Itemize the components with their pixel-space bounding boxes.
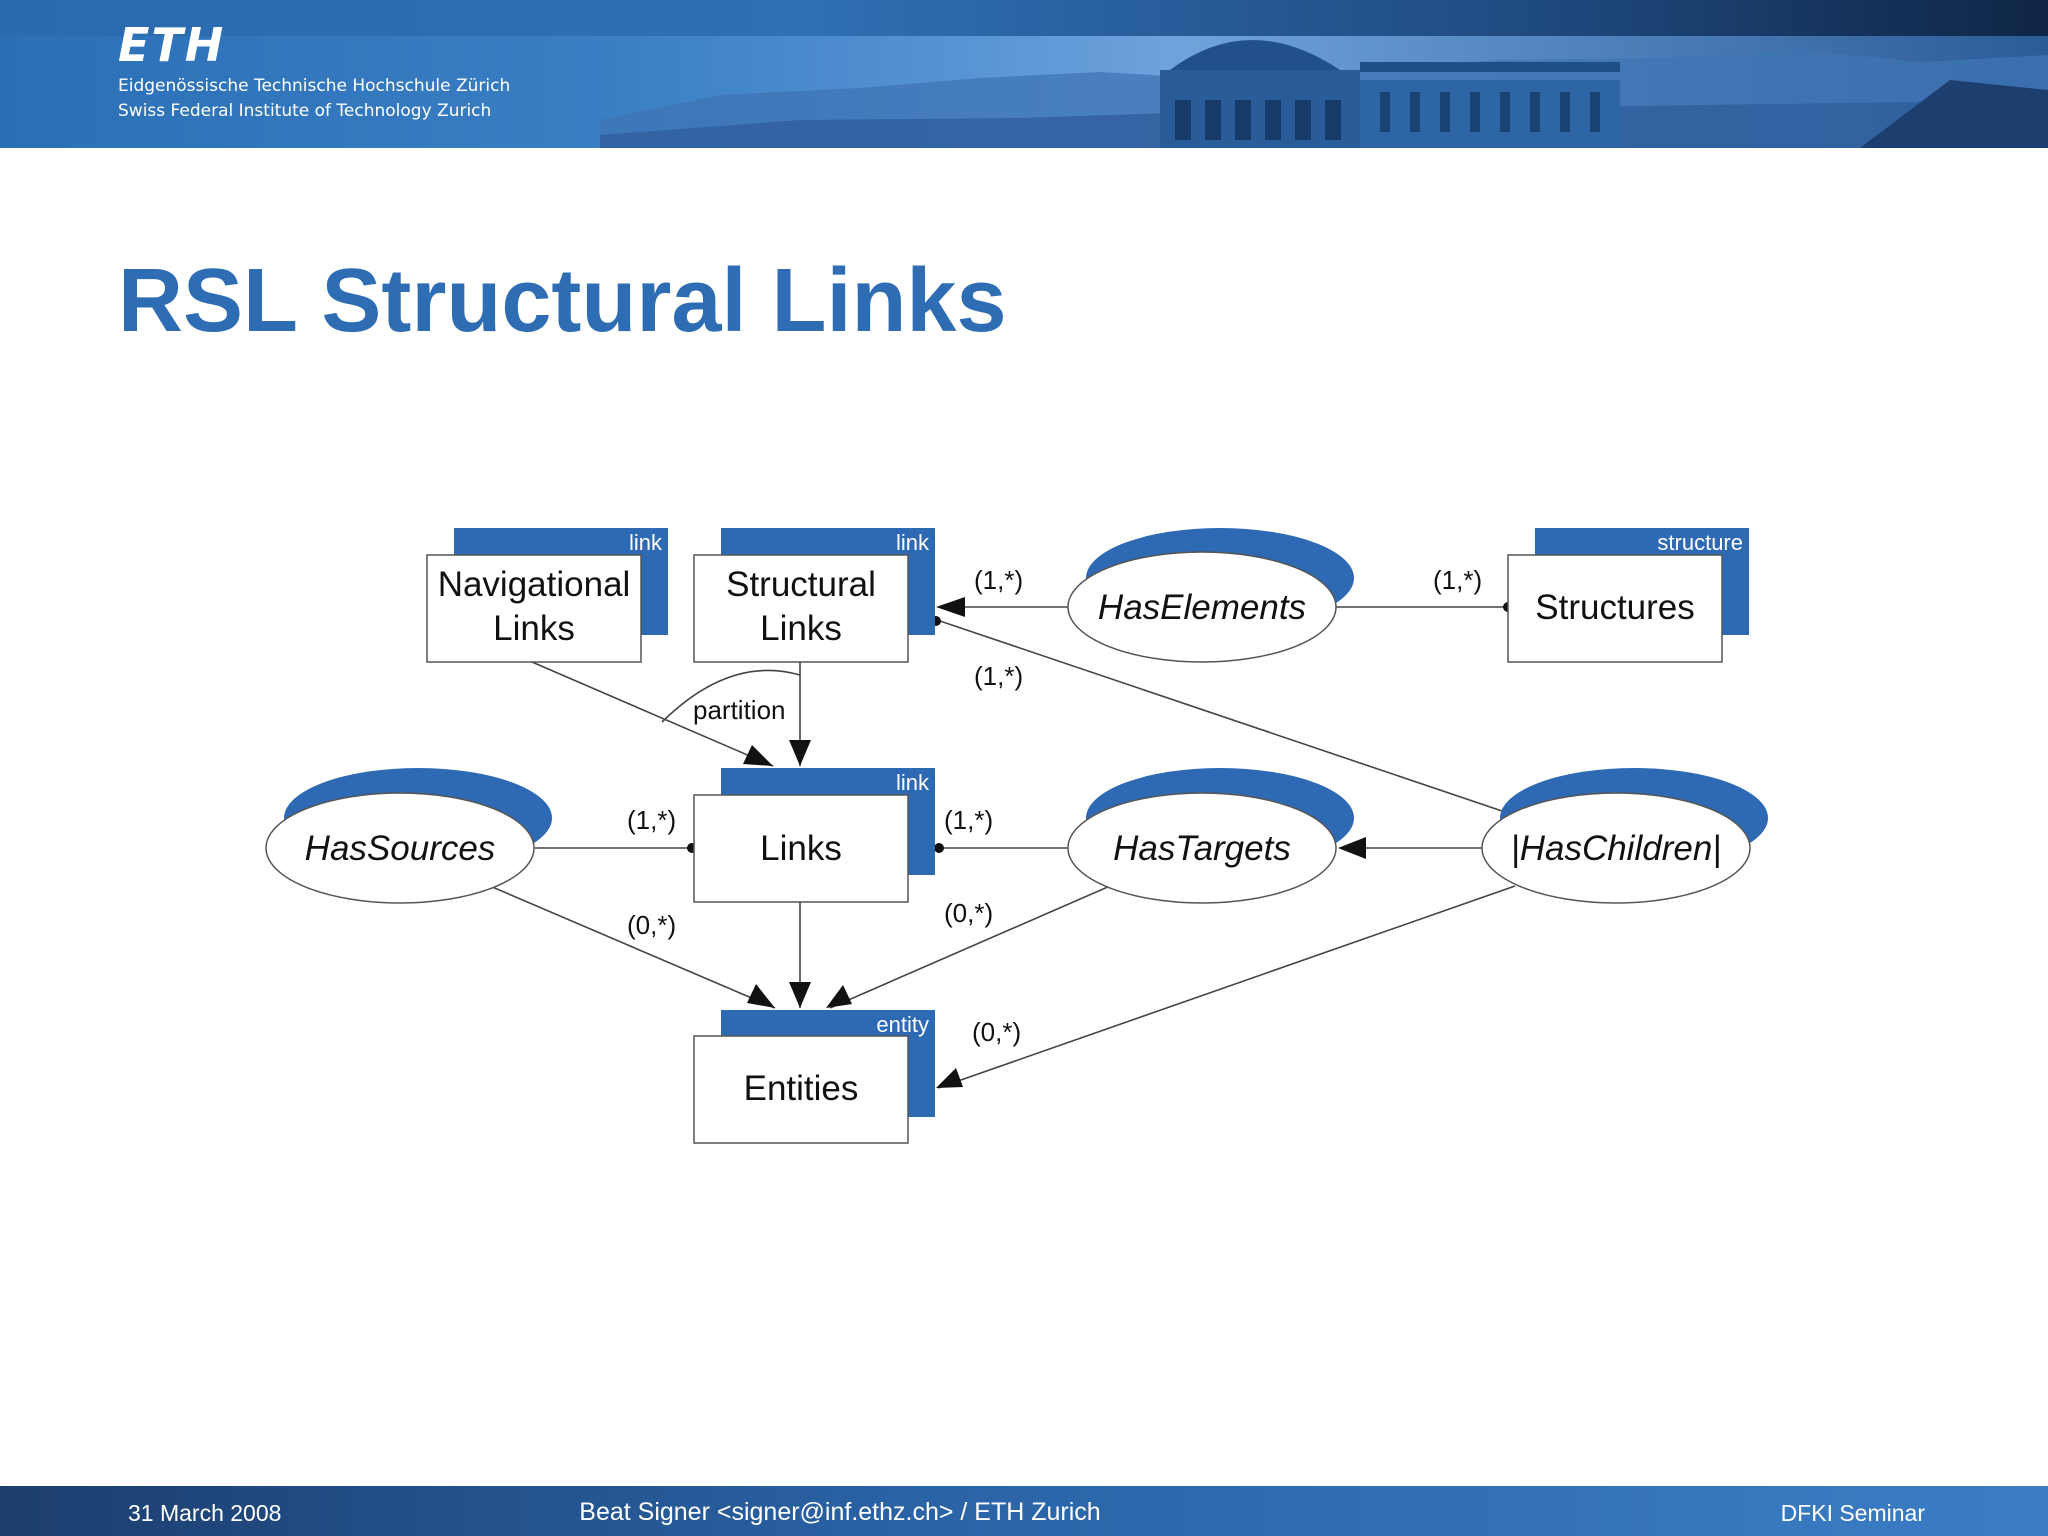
arrowhead-haschildren-hastargets bbox=[1338, 837, 1366, 859]
haschildren-to-entities-line bbox=[937, 885, 1516, 1089]
footer-author: Beat Signer <signer@inf.ethz.ch> / ETH Z… bbox=[579, 1498, 1101, 1526]
footer-bar: 31 March 2008 Beat Signer <signer@inf.et… bbox=[0, 1486, 2048, 1536]
arrowhead-haschildren-entities bbox=[936, 1068, 963, 1088]
type-label-link: link bbox=[629, 530, 663, 555]
eth-logo: ETH bbox=[118, 18, 226, 72]
partition-label: partition bbox=[693, 695, 786, 725]
collection-navigational-links: link Navigational Links bbox=[426, 528, 668, 663]
slide-title: RSL Structural Links bbox=[118, 251, 1007, 351]
collection-name: Structures bbox=[1535, 588, 1695, 627]
type-label-link: link bbox=[896, 770, 930, 795]
association-hassources: HasSources bbox=[265, 768, 552, 904]
hastargets-to-entities-line bbox=[829, 885, 1111, 1009]
collection-structural-links: link Structural Links bbox=[693, 528, 935, 663]
type-label-entity: entity bbox=[876, 1012, 929, 1037]
type-label-link: link bbox=[896, 530, 930, 555]
collection-name: Structural bbox=[726, 565, 876, 604]
association-name: HasElements bbox=[1098, 588, 1306, 627]
hassources-to-entities-line bbox=[489, 885, 776, 1009]
association-name: HasTargets bbox=[1113, 829, 1291, 868]
arrowhead-hassources-entities bbox=[747, 984, 775, 1008]
cardinality-label: (1,*) bbox=[974, 661, 1023, 691]
cardinality-label: (0,*) bbox=[944, 898, 993, 928]
institution-name-english: Swiss Federal Institute of Technology Zu… bbox=[118, 101, 492, 121]
partition-arc bbox=[661, 669, 801, 723]
haschildren-to-structural-line bbox=[939, 620, 1506, 813]
collection-entities: entity Entities bbox=[693, 1010, 935, 1144]
cardinality-label: (0,*) bbox=[972, 1017, 1021, 1047]
cardinality-label: (1,*) bbox=[974, 565, 1023, 595]
arrowhead-structural-links bbox=[789, 740, 811, 766]
cardinality-label: (1,*) bbox=[1433, 565, 1482, 595]
dot-links-right bbox=[934, 843, 944, 853]
association-name: |HasChildren| bbox=[1511, 829, 1722, 868]
nav-to-links-line bbox=[531, 661, 774, 767]
header-banner: ETH Eidgenössische Technische Hochschule… bbox=[0, 0, 2048, 148]
cardinality-label: (1,*) bbox=[627, 805, 676, 835]
institution-name-german: Eidgenössische Technische Hochschule Zür… bbox=[118, 76, 511, 96]
collection-structures: structure Structures bbox=[1507, 528, 1749, 663]
collection-name: Links bbox=[493, 609, 575, 648]
association-haselements: HasElements bbox=[1067, 528, 1354, 663]
collection-name: Entities bbox=[744, 1069, 859, 1108]
arrowhead-haselements-structural bbox=[936, 597, 965, 617]
cardinality-label: (0,*) bbox=[627, 910, 676, 940]
collection-links: link Links bbox=[693, 768, 935, 903]
cardinality-label: (1,*) bbox=[944, 805, 993, 835]
collection-name: Links bbox=[760, 609, 842, 648]
arrowhead-nav-links bbox=[743, 745, 773, 766]
collection-name: Links bbox=[760, 829, 842, 868]
arrowhead-hastargets-entities bbox=[826, 985, 852, 1008]
header-top-strip bbox=[0, 0, 2048, 36]
footer-date: 31 March 2008 bbox=[128, 1500, 282, 1526]
association-hastargets: HasTargets bbox=[1067, 768, 1354, 904]
collection-name: Navigational bbox=[438, 565, 631, 604]
eth-building-photo bbox=[600, 36, 2048, 148]
type-label-structure: structure bbox=[1657, 530, 1743, 555]
association-name: HasSources bbox=[305, 829, 496, 868]
footer-event: DFKI Seminar bbox=[1780, 1500, 1925, 1526]
association-haschildren: |HasChildren| bbox=[1481, 768, 1768, 904]
arrowhead-links-entities bbox=[789, 982, 811, 1008]
